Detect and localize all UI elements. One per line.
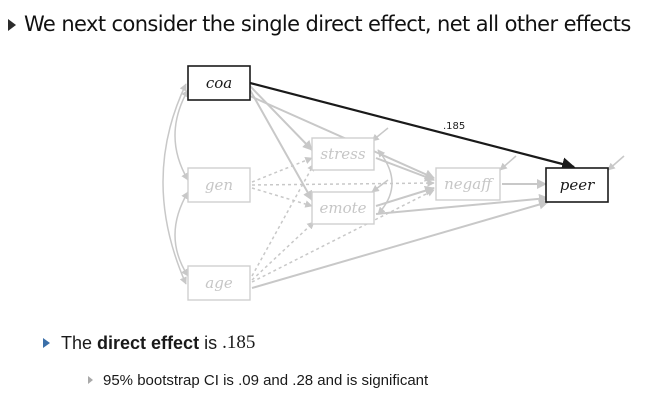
path-emote-negaff [375, 185, 435, 207]
residual-peer [607, 155, 625, 171]
path-age-stress [251, 163, 315, 277]
node-peer-box [545, 167, 609, 203]
path-diagram: .185 coa gen age stress emote negaff [162, 65, 625, 301]
cov-stress-emote [377, 149, 393, 215]
bullet-mid: is [204, 332, 218, 353]
coefficient-coa-peer: .185 [443, 121, 465, 132]
path-stress-negaff [375, 157, 435, 182]
bullet-direct-effect: The direct effect is .185 [43, 330, 255, 356]
node-coa-box [187, 65, 251, 101]
node-stress: stress [311, 137, 375, 171]
node-gen-box [187, 167, 251, 203]
path-coa-emote [249, 89, 313, 201]
bullet-value: .185 [222, 332, 256, 353]
node-peer-label: peer [560, 176, 595, 194]
path-age-negaff [251, 189, 435, 283]
direct-effect-path: .185 [249, 81, 576, 171]
sub-bullet-triangle-icon [88, 376, 93, 384]
slide-title: We next consider the single direct effec… [24, 12, 631, 36]
path-gen-negaff [251, 179, 435, 187]
node-gen: gen [187, 167, 251, 203]
node-stress-label: stress [320, 145, 365, 163]
path-coa-peer [249, 81, 576, 171]
node-emote-box [311, 191, 375, 225]
node-age: age [187, 265, 251, 301]
node-negaff-box [435, 167, 501, 201]
node-coa: coa [187, 65, 251, 101]
path-age-peer [251, 199, 549, 289]
path-gen-stress [251, 157, 313, 183]
path-emote-peer [375, 193, 549, 215]
cov-gen-age [174, 191, 189, 277]
path-gen-emote [251, 187, 313, 208]
node-age-box [187, 265, 251, 301]
bullet-bold-term: direct effect [97, 332, 200, 353]
node-peer: peer [545, 167, 609, 203]
node-age-label: age [205, 274, 233, 292]
cov-coa-age [162, 83, 187, 285]
node-emote-label: emote [319, 199, 366, 217]
faded-paths [162, 83, 625, 289]
title-bullet-icon [8, 19, 16, 31]
node-negaff: negaff [435, 167, 501, 201]
node-gen-label: gen [205, 176, 233, 194]
bullet-bootstrap-ci: 95% bootstrap CI is .09 and .28 and is s… [88, 369, 428, 391]
path-coa-stress [249, 85, 313, 151]
node-emote: emote [311, 191, 375, 225]
residual-emote [371, 179, 389, 193]
bullet-triangle-icon [43, 338, 50, 348]
sub-bullet-text: 95% bootstrap CI is .09 and .28 and is s… [103, 371, 429, 389]
node-coa-label: coa [206, 74, 232, 92]
slide-title-row: We next consider the single direct effec… [8, 4, 668, 44]
node-stress-box [311, 137, 375, 171]
path-coa-negaff [249, 95, 435, 179]
node-negaff-label: negaff [444, 175, 494, 193]
path-age-emote [251, 221, 315, 281]
bullet-prefix: The [61, 332, 93, 353]
residual-negaff [499, 155, 517, 171]
